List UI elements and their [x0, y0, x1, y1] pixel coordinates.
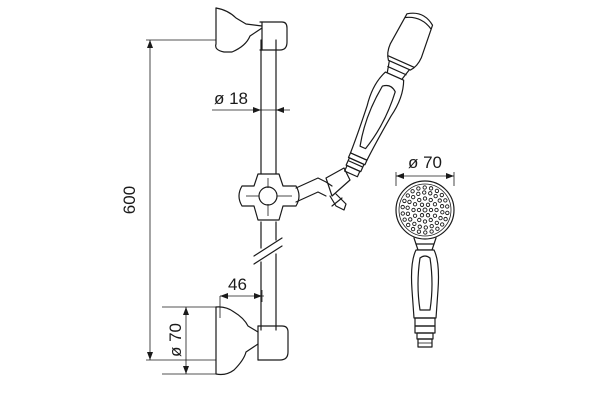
spray-nozzle: [400, 211, 405, 216]
spray-nozzle: [405, 193, 410, 198]
spray-nozzle: [417, 224, 422, 229]
spray-nozzle: [422, 219, 428, 224]
spray-nozzle: [443, 198, 448, 203]
spray-nozzle: [410, 189, 415, 194]
spray-nozzle: [416, 186, 421, 191]
spray-nozzle: [423, 225, 428, 230]
handshower-diameter-label: ø 70: [408, 153, 442, 172]
spray-nozzle: [416, 207, 422, 213]
spray-nozzle: [419, 202, 425, 207]
spray-nozzle: [428, 207, 434, 213]
spray-nozzle: [410, 226, 416, 232]
spray-nozzle: [439, 204, 445, 209]
dimension-handshower-diameter-70: ø 70: [395, 153, 455, 186]
spray-nozzle: [443, 216, 448, 222]
spray-nozzle: [411, 194, 416, 200]
spray-nozzle: [407, 199, 412, 205]
spray-nozzle: [422, 196, 428, 201]
spray-nozzle: [406, 222, 411, 228]
spray-nozzle: [434, 188, 440, 194]
spray-nozzle: [402, 217, 407, 222]
bottom-wall-bracket: [215, 306, 289, 376]
spray-nozzle: [428, 197, 433, 203]
spray-nozzle: [429, 224, 434, 229]
spray-nozzle: [419, 213, 425, 218]
spray-nozzle: [405, 205, 410, 210]
spray-nozzle: [422, 185, 427, 190]
top-wall-bracket: [215, 7, 288, 53]
rail-diameter-label: ø 18: [214, 89, 248, 108]
spray-nozzle: [440, 210, 445, 215]
spray-nozzle: [412, 202, 418, 207]
spray-nozzle: [438, 215, 443, 221]
handshower-side-view: [344, 12, 434, 178]
spray-nozzle: [411, 207, 416, 213]
spray-nozzle: [434, 207, 439, 213]
spray-nozzle: [402, 198, 407, 204]
spray-nozzle: [408, 217, 413, 222]
handshower-front-view: [395, 180, 455, 348]
spray-nozzle: [416, 191, 421, 196]
spray-nozzle: [445, 204, 450, 209]
spray-nozzle: [417, 217, 422, 223]
spray-nozzle: [437, 198, 442, 203]
spray-nozzle: [425, 213, 431, 218]
spray-nozzle: [428, 217, 433, 223]
spray-nozzle: [428, 186, 434, 191]
spray-nozzle: [400, 204, 405, 210]
height-label: 600: [120, 186, 139, 214]
spray-nozzle: [445, 210, 450, 216]
spray-nozzle: [422, 207, 428, 213]
spray-nozzle: [429, 229, 434, 234]
bracket-offset-label: 46: [228, 275, 247, 294]
spray-nozzle: [433, 193, 438, 199]
spray-nozzle: [416, 229, 422, 234]
spray-nozzle: [432, 213, 438, 218]
spray-nozzle: [425, 202, 431, 207]
spray-nozzle: [439, 192, 444, 198]
spray-nozzle: [423, 230, 428, 235]
spray-nozzle: [412, 213, 418, 218]
spray-nozzle: [412, 221, 417, 227]
spray-nozzle: [405, 211, 411, 216]
spray-nozzle: [417, 197, 422, 203]
spray-nozzle: [440, 222, 445, 227]
dimension-bracket-diameter-70: ø 70: [162, 306, 216, 375]
spray-nozzle: [435, 226, 440, 231]
dimension-46: 46: [219, 275, 264, 318]
dimension-600: 600: [120, 39, 216, 361]
dimension-diameter-18: ø 18: [212, 89, 290, 113]
spray-nozzle: [422, 190, 427, 195]
spray-nozzle: [432, 202, 438, 207]
spray-nozzles: [400, 185, 450, 235]
spray-nozzle: [428, 191, 433, 196]
bracket-diameter-label: ø 70: [166, 323, 185, 357]
sliding-holder: [238, 167, 351, 221]
spray-nozzle: [434, 220, 439, 226]
